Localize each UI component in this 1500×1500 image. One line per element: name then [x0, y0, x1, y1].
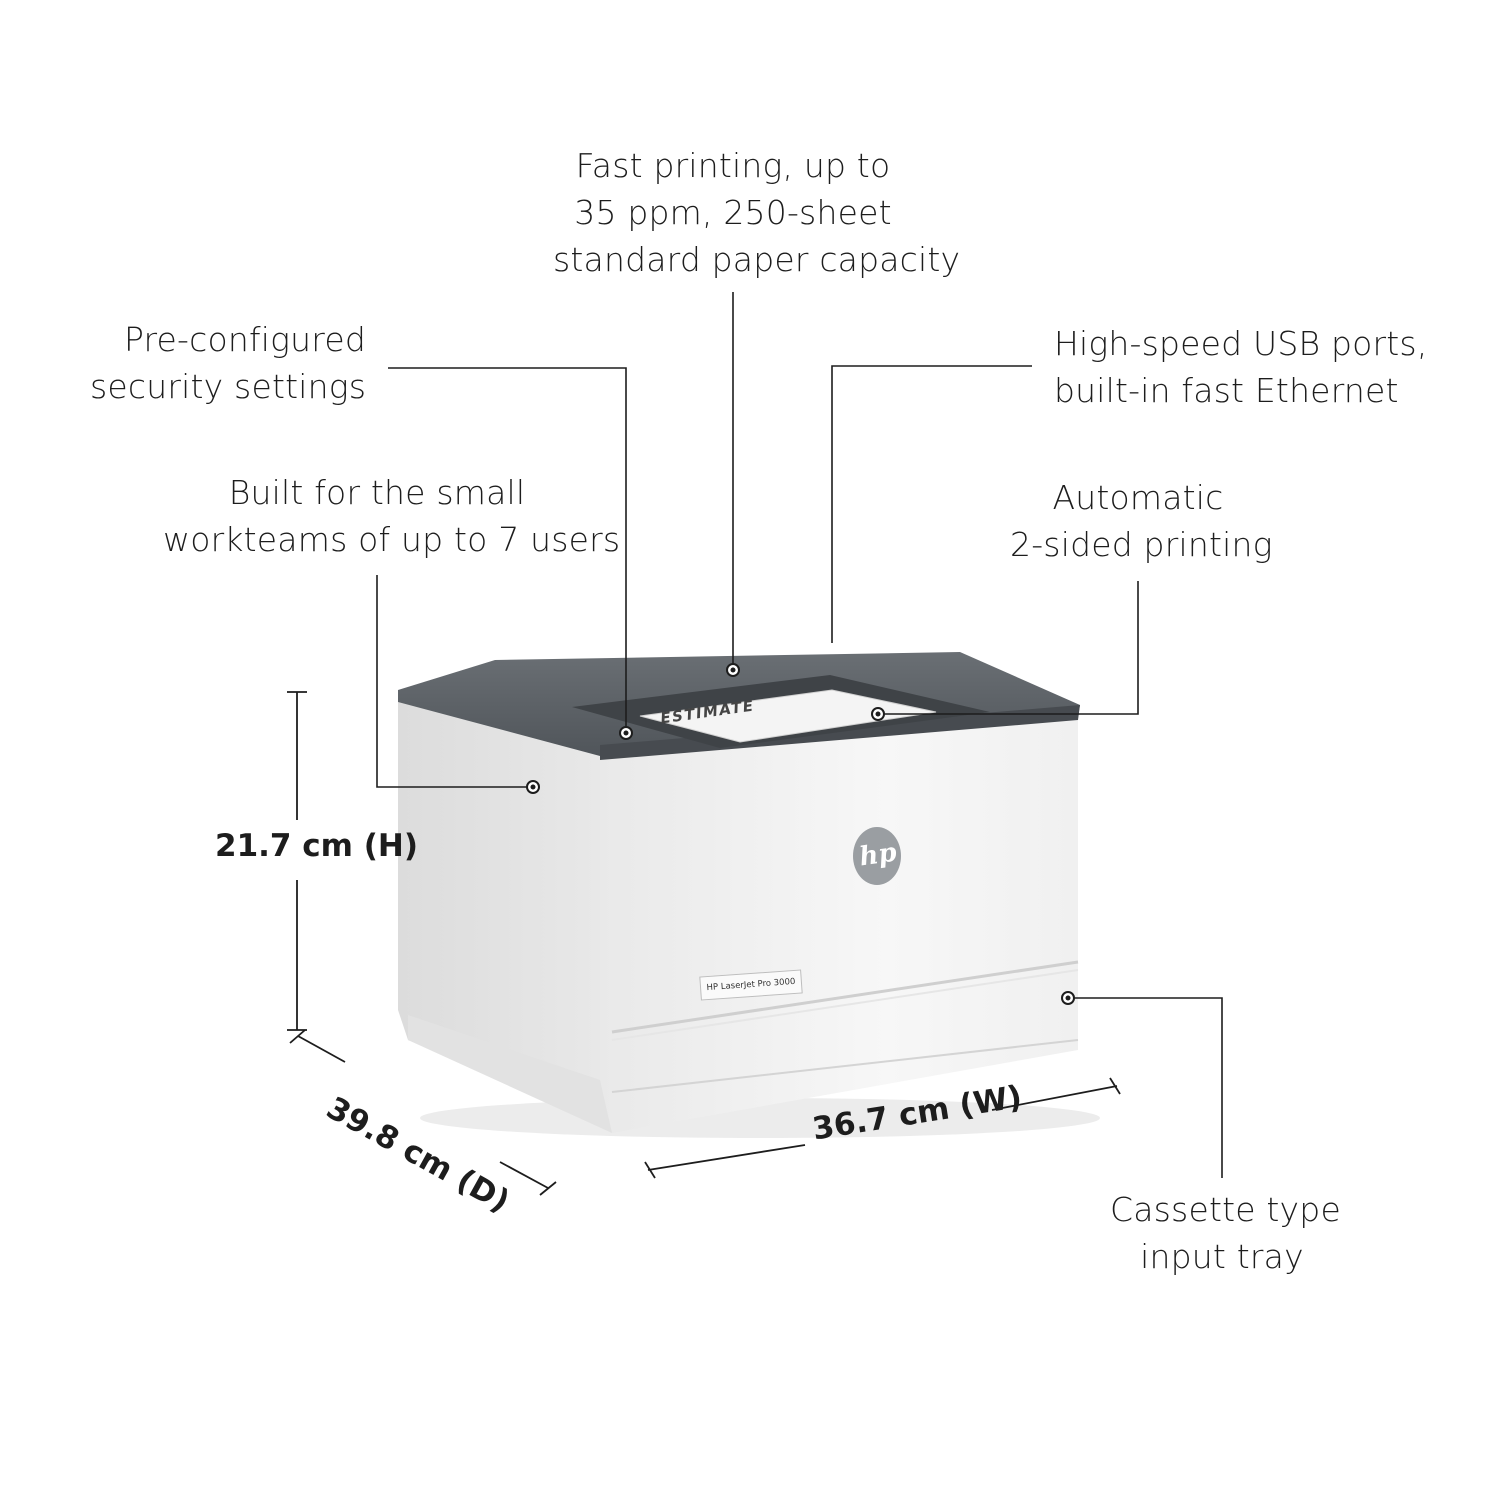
callout-line: High-speed USB ports,	[1054, 324, 1428, 363]
callout-line: Pre-configured	[123, 320, 366, 359]
callout-usb-ethernet: High-speed USB ports, built-in fast Ethe…	[1054, 320, 1434, 414]
callout-dot	[530, 784, 536, 790]
leader-line-duplex	[880, 581, 1139, 715]
printer-side-panel	[398, 700, 600, 1120]
callout-line: Fast printing, up to	[575, 146, 891, 185]
callout-fast-printing: Fast printing, up to 35 ppm, 250-sheet s…	[553, 142, 961, 283]
printer-base	[408, 1015, 612, 1133]
callout-line: Cassette type	[1110, 1190, 1341, 1229]
tray-bottom-seam	[611, 1039, 1079, 1093]
callout-line: input tray	[1140, 1237, 1304, 1276]
callout-dot	[1065, 995, 1071, 1001]
width-dimension-tick	[644, 1161, 656, 1179]
width-dimension-tick	[1109, 1077, 1121, 1095]
callout-line: 35 ppm, 250-sheet	[574, 193, 892, 232]
printer-front-panel	[600, 712, 1078, 1133]
hp-logo-badge	[853, 827, 901, 885]
callout-line: workteams of up to 7 users	[163, 520, 621, 559]
callout-line: standard paper capacity	[553, 240, 961, 279]
leader-line-cassette	[1070, 997, 1223, 1178]
tray-seam-line	[611, 960, 1079, 1034]
leader-lines	[376, 292, 1223, 1178]
callout-security: Pre-configured security settings	[90, 316, 366, 410]
depth-dimension-tick	[289, 1029, 306, 1044]
dimension-lines	[287, 691, 1121, 1196]
leader-line-security	[388, 367, 627, 732]
depth-dimension-tick	[539, 1181, 557, 1196]
callout-line: Automatic	[1052, 478, 1224, 517]
leader-line-workteams	[376, 575, 533, 788]
height-dimension-label: 21.7 cm (H)	[215, 828, 419, 864]
hp-logo: hp	[857, 837, 899, 873]
paper-sheet	[639, 689, 937, 743]
callout-line: security settings	[90, 367, 367, 406]
callout-dot	[623, 730, 629, 736]
callout-line: 2-sided printing	[1010, 525, 1273, 564]
callout-line: built-in fast Ethernet	[1054, 371, 1399, 410]
callout-workteams: Built for the small workteams of up to 7…	[163, 469, 621, 563]
callout-dots	[526, 663, 1075, 1005]
callout-cassette: Cassette type input tray	[1110, 1186, 1341, 1280]
depth-dimension-line	[499, 1161, 549, 1189]
leader-line-usb	[831, 365, 1032, 643]
width-dimension-line	[647, 1144, 806, 1171]
callout-dot	[730, 667, 736, 673]
callout-line: Built for the small	[228, 473, 526, 512]
tray-seam-line	[611, 969, 1079, 1041]
callout-duplex: Automatic 2-sided printing	[1010, 474, 1273, 568]
depth-dimension-line	[297, 1035, 346, 1063]
callout-dot	[875, 711, 881, 717]
width-dimension-line	[991, 1085, 1118, 1111]
